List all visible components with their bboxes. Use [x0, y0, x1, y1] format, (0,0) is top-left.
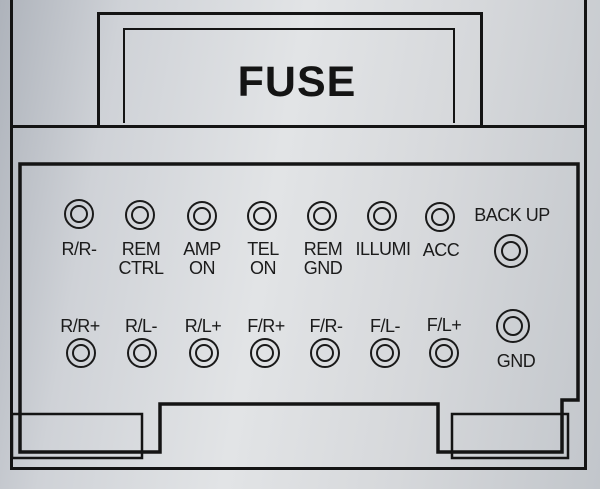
label-rr-minus: R/R- [61, 239, 98, 259]
label-acc: ACC [422, 240, 460, 260]
label-fl-minus: F/L- [369, 316, 401, 336]
pin-rr-minus [64, 199, 94, 229]
pin-rl-plus [189, 338, 219, 368]
pin-rr-plus [66, 338, 96, 368]
pin-acc [425, 202, 455, 232]
pin-rem-ctrl [125, 200, 155, 230]
pin-fr-minus [310, 338, 340, 368]
fuse-box-left-edge [97, 12, 100, 126]
label-backup: BACK UP [474, 205, 550, 225]
pin-illumi [367, 201, 397, 231]
pin-tel-on [247, 201, 277, 231]
fuse-title: FUSE [237, 58, 357, 106]
pin-fr-plus [250, 338, 280, 368]
fuse-box-top-edge [97, 12, 483, 15]
outer-frame-left [10, 0, 13, 470]
outer-frame-right [584, 0, 587, 470]
fuse-box-right-edge [480, 12, 483, 126]
pin-fl-plus [429, 338, 459, 368]
pin-amp-on [187, 201, 217, 231]
pin-gnd [496, 309, 530, 343]
pin-rem-gnd [307, 201, 337, 231]
label-gnd: GND [496, 351, 536, 371]
label-fl-plus: F/L+ [426, 315, 462, 335]
pin-rl-minus [127, 338, 157, 368]
pin-fl-minus [370, 338, 400, 368]
label-fr-minus: F/R- [309, 316, 344, 336]
pin-backup [494, 234, 528, 268]
outer-frame-bottom [10, 467, 587, 470]
label-rl-minus: R/L- [124, 316, 158, 336]
label-rr-plus: R/R+ [60, 316, 100, 336]
label-rl-plus: R/L+ [184, 316, 222, 336]
label-illumi: ILLUMI [355, 239, 411, 259]
label-fr-plus: F/R+ [247, 316, 285, 336]
divider-line [10, 125, 587, 128]
fuse-box [123, 28, 455, 123]
